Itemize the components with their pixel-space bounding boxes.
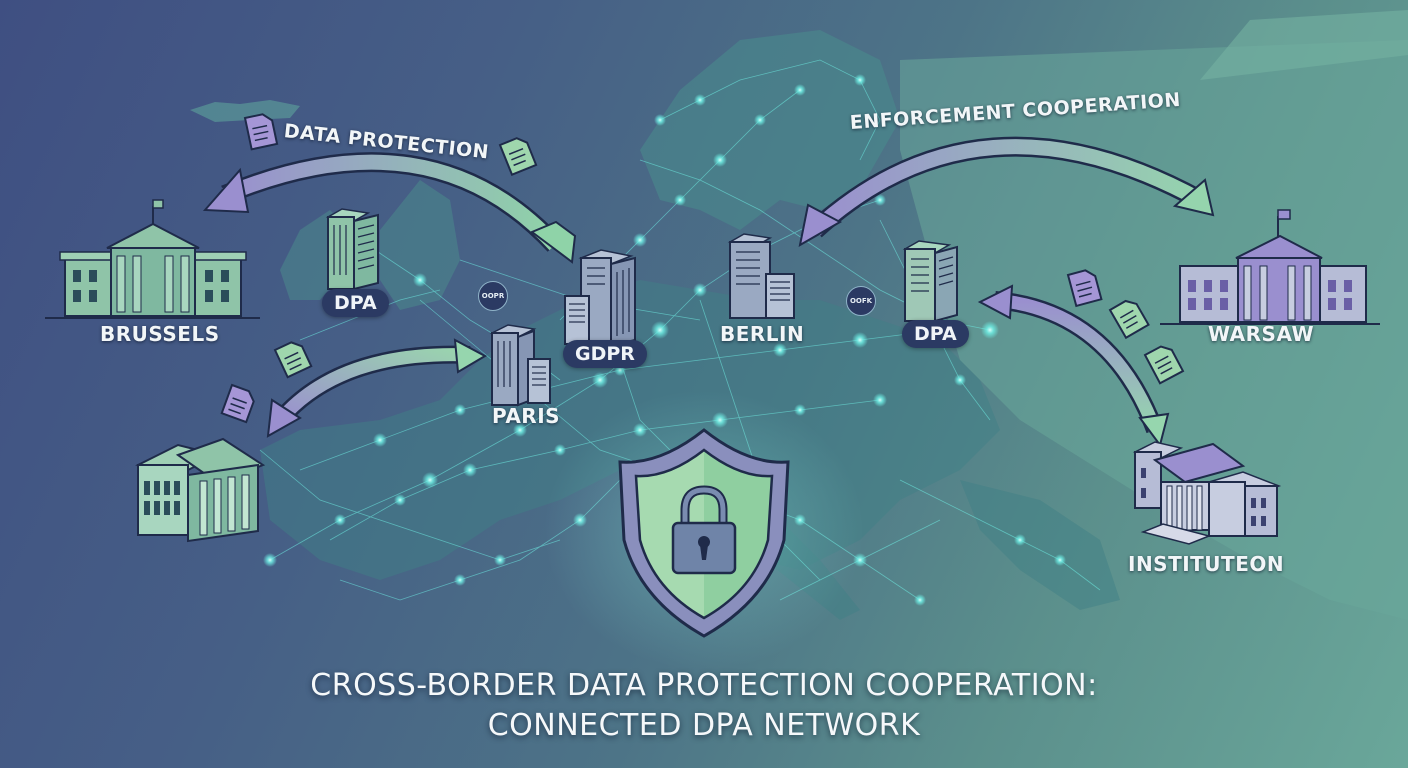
city-label-brussels: BRUSSELS bbox=[100, 322, 220, 346]
dpa-badge-left: DPA bbox=[322, 289, 389, 317]
government-building-icon bbox=[1160, 209, 1380, 325]
government-building-icon bbox=[45, 199, 260, 319]
enforcement-arrow bbox=[798, 136, 1215, 247]
city-label-berlin: BERLIN bbox=[720, 322, 805, 346]
office-building-icon bbox=[902, 240, 958, 323]
government-building-icon bbox=[135, 437, 266, 543]
page-title-line1: CROSS-BORDER DATA PROTECTION COOPERATION… bbox=[310, 668, 1098, 703]
office-building-icon bbox=[564, 249, 636, 348]
document-icon bbox=[1066, 269, 1103, 308]
government-building-icon bbox=[1132, 441, 1282, 545]
document-icon bbox=[220, 383, 255, 424]
dpa-badge-right: DPA bbox=[902, 320, 969, 348]
document-icon bbox=[1108, 299, 1150, 340]
institution-exchange-arrow bbox=[977, 284, 1170, 448]
office-building-icon bbox=[727, 233, 795, 319]
office-building-icon bbox=[489, 324, 551, 407]
document-icon bbox=[498, 137, 538, 176]
city-label-institution: INSTITUTEON bbox=[1128, 552, 1285, 576]
gdpr-badge: GDPR bbox=[563, 340, 647, 368]
document-icon bbox=[273, 341, 313, 379]
document-icon bbox=[1143, 345, 1185, 385]
document-icon bbox=[243, 113, 279, 151]
data-protection-arrow bbox=[202, 152, 577, 264]
page-title-line2: CONNECTED DPA NETWORK bbox=[487, 708, 921, 743]
office-building-icon bbox=[325, 208, 379, 291]
city-label-warsaw: WARSAW bbox=[1208, 322, 1315, 346]
eu-seal-badge-right: OOFK bbox=[846, 286, 876, 316]
eu-seal-badge-left: OOPR bbox=[478, 281, 508, 311]
paris-exchange-arrow bbox=[266, 338, 488, 438]
city-label-paris: PARIS bbox=[492, 404, 561, 428]
